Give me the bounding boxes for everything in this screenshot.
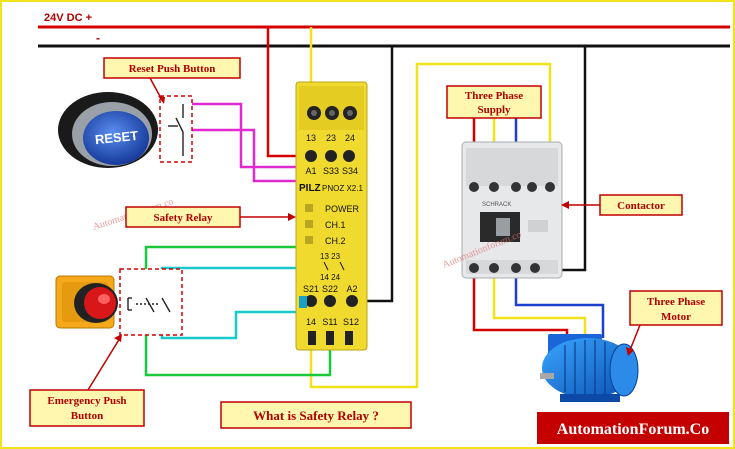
label-supply-line1: Three Phase [465, 90, 523, 102]
negative-rail-label: - [96, 31, 100, 45]
label-emergency-line2: Button [71, 410, 103, 422]
relay-contact-symbol [323, 261, 345, 271]
relay-model: PNOZ X2.1 [322, 184, 363, 193]
relay-terminal-23: 23 [326, 133, 336, 143]
label-box-supply [446, 85, 542, 119]
brand-text: AutomationForum.Co [557, 421, 709, 438]
label-question: What is Safety Relay ? [253, 408, 379, 423]
wire-yellow-loop [309, 62, 552, 389]
label-contactor: Contactor [617, 200, 665, 212]
label-box-question [220, 401, 412, 429]
arrow-motor [629, 324, 641, 351]
reset-push-button: RESET [58, 92, 158, 168]
brand-box [537, 412, 729, 444]
arrowhead-motor [626, 347, 634, 356]
relay-led-power: POWER [325, 204, 360, 214]
safety-relay [295, 81, 368, 351]
reset-cap-text: RESET [94, 128, 139, 147]
label-supply-line2: Supply [477, 104, 511, 116]
relay-terminal-s22: S22 [322, 284, 338, 294]
relay-terminal-a2: A2 [346, 284, 357, 294]
relay-led-ch1: CH.1 [325, 220, 346, 230]
emergency-switch-box [119, 268, 183, 336]
reset-switch-box [159, 95, 193, 163]
contactor [461, 141, 563, 279]
label-box-emergency [29, 389, 145, 427]
wire-motor-blue [514, 268, 605, 338]
reset-switch-symbol [168, 104, 184, 156]
label-safety-relay: Safety Relay [154, 212, 213, 224]
label-emergency-line1: Emergency Push [47, 395, 126, 407]
relay-contact-bottom: 14 24 [320, 273, 341, 282]
relay-terminal-a1: A1 [305, 166, 316, 176]
three-phase-motor [540, 334, 639, 402]
emergency-switch-symbol [127, 297, 171, 313]
relay-terminal-14: 14 [306, 317, 316, 327]
relay-terminal-s11: S11 [322, 317, 337, 327]
relay-contact-top: 13 23 [320, 252, 341, 261]
positive-rail-label: 24V DC + [44, 12, 92, 24]
relay-terminal-24: 24 [345, 133, 355, 143]
relay-terminal-s33: S33 [323, 166, 339, 176]
emergency-push-button [55, 275, 118, 329]
relay-terminal-s34: S34 [342, 166, 358, 176]
label-motor-line1: Three Phase [647, 296, 705, 308]
arrowhead-emergency [114, 334, 122, 342]
label-reset-push-button: Reset Push Button [129, 63, 216, 75]
relay-terminal-s21: S21 [303, 284, 319, 294]
relay-terminal-s12: S12 [343, 317, 359, 327]
label-box-reset [103, 57, 241, 79]
arrowhead-contactor [561, 201, 569, 209]
wire-motor-yellow [492, 268, 587, 338]
wire-cyan-1 [160, 266, 313, 301]
arrowhead-reset [158, 96, 165, 104]
relay-brand: PILZ [299, 183, 321, 194]
relay-led-ch2: CH.2 [325, 236, 346, 246]
label-motor-line2: Motor [661, 311, 691, 323]
contactor-brand: SCHRACK [482, 202, 511, 208]
relay-terminal-13: 13 [306, 133, 316, 143]
label-box-motor [629, 290, 723, 326]
arrowhead-safety-relay [288, 213, 296, 221]
arrow-emergency [87, 337, 121, 391]
